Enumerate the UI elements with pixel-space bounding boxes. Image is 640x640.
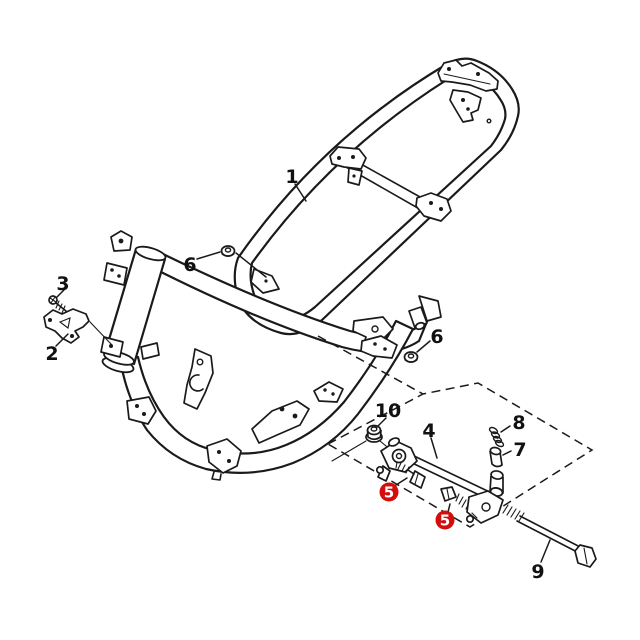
front-bracket-part2	[43, 308, 113, 346]
seat-brackets	[437, 59, 499, 123]
detail-box-dashed	[326, 382, 594, 528]
leader-5b	[447, 503, 451, 513]
rear-pivot-plate	[418, 295, 442, 322]
leader-8	[500, 425, 511, 433]
leader-5a	[395, 477, 408, 486]
linkage-bar-assembly	[331, 424, 597, 568]
right-long-bracket	[251, 400, 310, 444]
bracket-bolt-part3	[48, 295, 67, 314]
leader-7	[502, 450, 512, 456]
highlighted-callout-mount-bolt-right: 5	[435, 510, 455, 530]
mount-bolt-left	[395, 461, 426, 489]
head-tube-gusset	[103, 262, 128, 286]
mount-bolt-right	[440, 486, 470, 510]
cross-brace-lower-bracket	[415, 192, 452, 222]
callout-number-frame: 1	[285, 166, 298, 188]
leader-9	[540, 539, 551, 563]
callout-number-bracket-bolt: 3	[56, 273, 69, 295]
callout-number-bar-nut: 10	[375, 400, 401, 422]
bottom-bracket	[206, 438, 242, 474]
frame-mount-brackets	[126, 295, 442, 481]
callout-number-collar: 7	[513, 439, 526, 461]
collar-7	[489, 446, 503, 468]
callout-number-nut-lower: 6	[430, 326, 443, 348]
leader-6a	[196, 251, 267, 278]
callout-number-spring: 8	[512, 412, 525, 434]
nut-lower-bracket	[360, 335, 398, 359]
leader-6b	[416, 340, 431, 353]
callout-number-pivot-bolt: 9	[531, 561, 544, 583]
bar-nut-10	[365, 424, 393, 452]
red-circle-marker	[379, 482, 399, 502]
leader-2	[55, 333, 69, 347]
hanging-bracket	[449, 89, 482, 123]
head-tube	[100, 230, 167, 374]
spring-8	[488, 426, 505, 448]
flange-nut-upper	[220, 245, 280, 294]
leader-3	[56, 289, 65, 298]
detail-region-outline	[317, 335, 594, 528]
red-circle-marker	[435, 510, 455, 530]
leader-10	[376, 417, 387, 428]
small-clamp	[313, 381, 344, 403]
bar-right-bracket	[465, 470, 504, 524]
tube-hole	[486, 118, 492, 124]
down-tube-cradle	[118, 319, 415, 474]
leader-1	[294, 183, 307, 202]
pivot-bolt-9	[502, 504, 597, 568]
detail-leader-dashed	[317, 335, 424, 395]
flange-nut-lower	[403, 351, 419, 363]
bar-4	[386, 444, 499, 503]
leader-4	[430, 437, 438, 459]
callout-number-crossbar: 4	[422, 420, 435, 442]
callout-layer: 1 2 3 4 6 6 7 8 9 10 5 5	[45, 166, 544, 583]
highlighted-callout-number: 5	[384, 484, 394, 502]
highlighted-callout-number: 5	[440, 512, 450, 530]
cross-brace	[329, 146, 452, 222]
highlighted-callout-mount-bolt-left: 5	[379, 482, 399, 502]
left-bracket	[126, 396, 157, 425]
bar-left-bracket	[375, 437, 418, 482]
cross-brace-upper-bracket	[329, 146, 367, 170]
gusset-plate	[183, 348, 214, 410]
callout-number-bracket-front: 2	[45, 343, 58, 365]
callout-number-nut-upper: 6	[183, 254, 196, 276]
callout-leader-lines	[55, 183, 551, 563]
